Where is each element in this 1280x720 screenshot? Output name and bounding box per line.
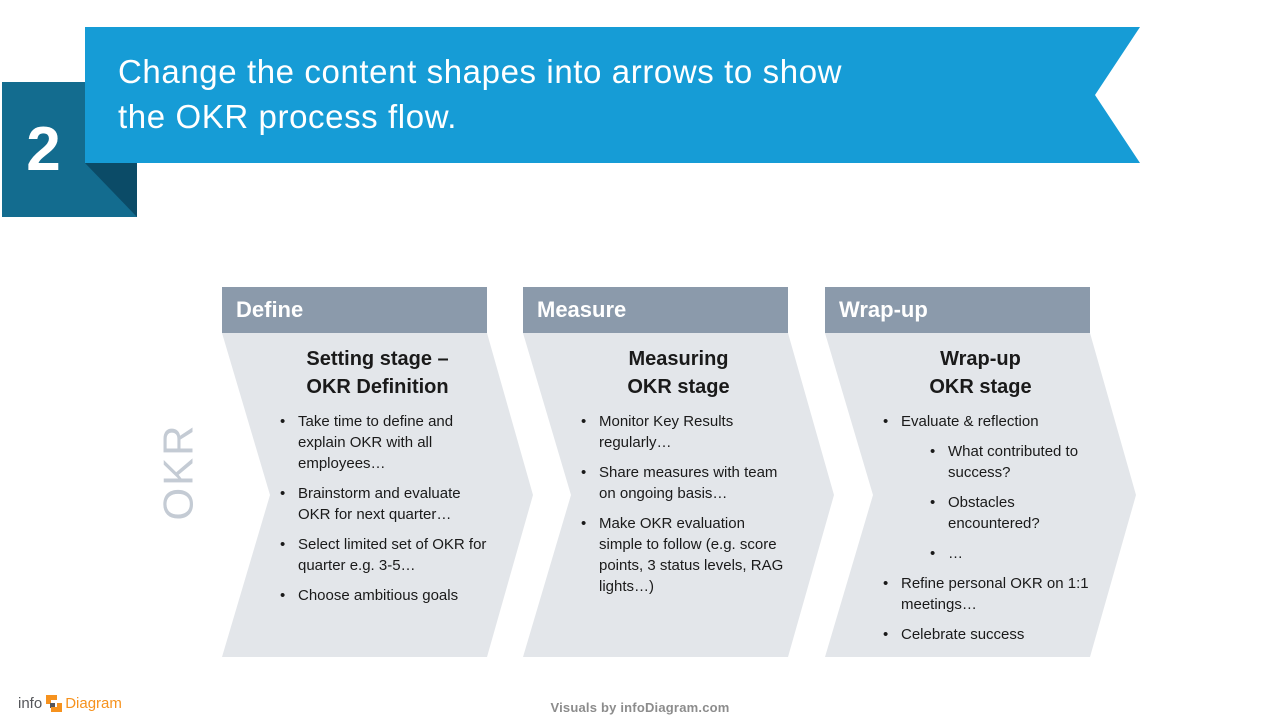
stage-column-measure: Measure Measuring OKR stage • Monitor Key…	[523, 287, 834, 657]
bullet-text: Monitor Key Results regularly…	[599, 413, 734, 451]
bullet-marker: •	[930, 545, 936, 562]
stage-heading-line2: OKR stage	[929, 376, 1032, 398]
stage-column-define: Define Setting stage – OKR Definition • T…	[222, 287, 533, 657]
stage-header: Define	[222, 287, 487, 333]
bullet-marker: •	[883, 626, 889, 643]
bullet-text: Make OKR evaluation simple to follow (e.…	[599, 515, 784, 595]
bullet-item: • What contributed to success?	[930, 441, 1092, 483]
logo-diagram-text: Diagram	[65, 695, 122, 712]
title-ribbon: Change the content shapes into arrows to…	[85, 27, 1140, 163]
stage-heading-line1: Measuring	[628, 348, 729, 370]
stage-heading: Measuring OKR stage	[523, 345, 834, 401]
bullet-text: Choose ambitious goals	[298, 587, 459, 604]
stage-column-wrapup: Wrap-up Wrap-up OKR stage • Evaluate & re…	[825, 287, 1136, 657]
bullet-marker: •	[930, 443, 936, 460]
bullet-text: Brainstorm and evaluate OKR for next qua…	[298, 485, 461, 523]
stage-arrow-body: Wrap-up OKR stage • Evaluate & reflection…	[825, 333, 1136, 657]
bullet-item: • Select limited set of OKR for quarter e…	[280, 534, 489, 576]
bullet-item: •…	[930, 543, 1092, 564]
bullet-item: • Take time to define and explain OKR wit…	[280, 411, 489, 474]
bullet-text: Select limited set of OKR for quarter e.…	[298, 536, 487, 574]
bullet-marker: •	[280, 485, 286, 502]
slide-title-line1: Change the content shapes into arrows to…	[118, 53, 843, 90]
bullet-item: • Make OKR evaluation simple to follow (e…	[581, 513, 790, 597]
bullet-list: • Evaluate & reflection • What contributed …	[883, 411, 1092, 645]
okr-side-label: OKR	[129, 422, 229, 522]
bullet-text: Obstacles encountered?	[948, 494, 1040, 532]
infodiagram-brackets-icon	[45, 695, 63, 712]
bullet-item: • Choose ambitious goals	[280, 585, 489, 606]
bracket-dot-icon	[50, 703, 56, 708]
bullet-item: • Celebrate success	[883, 624, 1092, 645]
bullet-marker: •	[883, 575, 889, 592]
bullet-list: • Take time to define and explain OKR wit…	[280, 411, 489, 606]
stage-header: Wrap-up	[825, 287, 1090, 333]
stage-heading: Setting stage – OKR Definition	[222, 345, 533, 401]
bullet-item: • Obstacles encountered?	[930, 492, 1092, 534]
stage-arrow-body: Setting stage – OKR Definition • Take tim…	[222, 333, 533, 657]
bullet-marker: •	[280, 587, 286, 604]
bullet-marker: •	[280, 413, 286, 430]
stage-heading: Wrap-up OKR stage	[825, 345, 1136, 401]
bullet-marker: •	[581, 464, 587, 481]
bracket-bottom-right-icon	[51, 703, 63, 712]
bullet-item: • Brainstorm and evaluate OKR for next qu…	[280, 483, 489, 525]
bullet-marker: •	[930, 494, 936, 511]
slide-title: Change the content shapes into arrows to…	[85, 27, 1140, 139]
bullet-text: What contributed to success?	[948, 443, 1079, 481]
bullet-item: • Monitor Key Results regularly…	[581, 411, 790, 453]
slide-title-line2: the OKR process flow.	[118, 98, 458, 135]
bullet-text: Take time to define and explain OKR with…	[298, 413, 454, 472]
logo-info-text: info	[18, 695, 43, 712]
okr-side-label-text: OKR	[154, 423, 202, 521]
bullet-item: • Share measures with team on ongoing bas…	[581, 462, 790, 504]
step-number: 2	[26, 115, 61, 184]
bullet-item: • Refine personal OKR on 1:1 meetings…	[883, 573, 1092, 615]
bullet-text: Evaluate & reflection	[901, 413, 1039, 430]
bullet-list: • Monitor Key Results regularly… • Share me…	[581, 411, 790, 597]
bullet-marker: •	[280, 536, 286, 553]
bullet-marker: •	[581, 413, 587, 430]
bullet-text: Refine personal OKR on 1:1 meetings…	[901, 575, 1089, 613]
stage-arrow-body: Measuring OKR stage • Monitor Key Results…	[523, 333, 834, 657]
bullet-text: Celebrate success	[901, 626, 1025, 643]
footer-credit: Visuals by infoDiagram.com	[550, 700, 730, 715]
bracket-top-left-icon	[46, 695, 58, 704]
stage-heading-line1: Wrap-up	[940, 348, 1021, 370]
infodiagram-logo: info Diagram	[18, 695, 122, 712]
bullet-marker: •	[581, 515, 587, 532]
stage-header: Measure	[523, 287, 788, 333]
stage-heading-line2: OKR stage	[627, 376, 730, 398]
bullet-text: …	[948, 545, 963, 562]
bullet-text: Share measures with team on ongoing basi…	[599, 464, 778, 502]
bullet-marker: •	[883, 413, 889, 430]
bullet-item: • Evaluate & reflection	[883, 411, 1092, 432]
stage-heading-line2: OKR Definition	[306, 376, 449, 398]
stage-heading-line1: Setting stage –	[306, 348, 449, 370]
